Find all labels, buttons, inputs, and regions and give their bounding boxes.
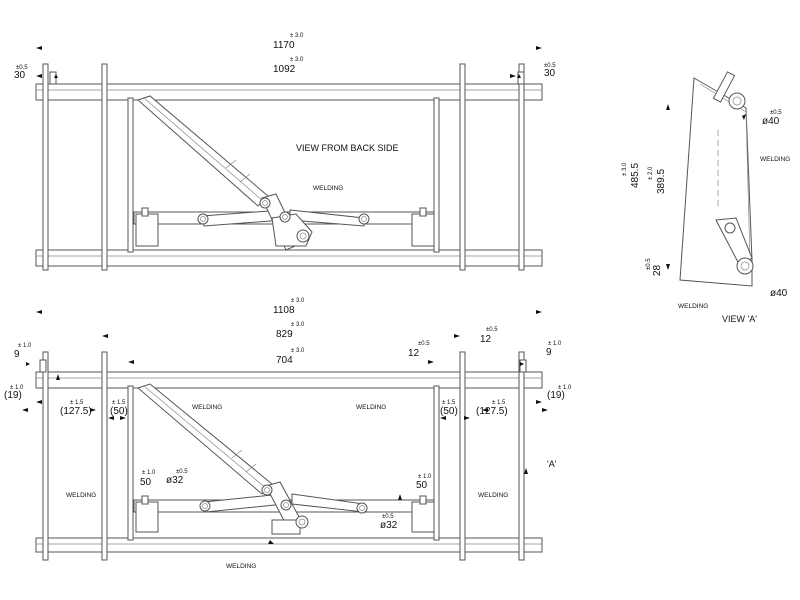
dim-right-30: 30 bbox=[544, 68, 556, 79]
dim-704: 704 bbox=[276, 355, 293, 366]
dim-389-5-tol: ± 2.0 bbox=[648, 166, 654, 180]
dim-829-tol: ± 3.0 bbox=[291, 322, 305, 328]
dim-dia40-top: ø40 bbox=[762, 116, 780, 127]
dim-left-19: (19) bbox=[4, 390, 22, 401]
dim-right-12b-tol: ±0.5 bbox=[486, 327, 498, 333]
bottom-welding-left: WELDING bbox=[66, 492, 96, 499]
dim-704-tol: ± 3.0 bbox=[291, 348, 305, 354]
dim-left-30: 30 bbox=[14, 70, 26, 81]
dim-center-32-left: ø32 bbox=[166, 475, 184, 486]
dim-right-12b: 12 bbox=[480, 334, 492, 345]
dim-28: 28 bbox=[652, 264, 663, 276]
top-view-diagonal-arm bbox=[137, 95, 269, 207]
dim-right-50-tol: ± 1.5 bbox=[442, 400, 456, 406]
bottom-view-lower-rail bbox=[35, 537, 543, 553]
dim-right-19-tol: ± 1.0 bbox=[558, 385, 572, 391]
dim-right-19: (19) bbox=[547, 390, 565, 401]
dim-1108: 1108 bbox=[273, 305, 295, 316]
view-a-reference: 'A' bbox=[547, 459, 557, 469]
dim-left-19-tol: ± 1.0 bbox=[10, 385, 24, 391]
top-view bbox=[35, 63, 543, 271]
dim-center-50-right: 50 bbox=[416, 480, 428, 491]
dim-left-30-tol: ±0.5 bbox=[16, 65, 28, 71]
side-view-welding-bottom: WELDING bbox=[678, 303, 708, 310]
dim-left-9: 9 bbox=[14, 349, 20, 360]
dim-right-127-5-tol: ± 1.5 bbox=[492, 400, 506, 406]
dim-28-tol: ±0.5 bbox=[646, 258, 652, 270]
bottom-view-diagonal-arm bbox=[137, 383, 273, 495]
top-view-welding: WELDING bbox=[313, 185, 343, 192]
bottom-view-pins bbox=[199, 484, 368, 529]
dim-left-50: (50) bbox=[110, 406, 128, 417]
dim-right-127-5: (127.5) bbox=[476, 406, 508, 417]
dim-center-32-right-tol: ±0.5 bbox=[382, 514, 394, 520]
dim-center-32-left-tol: ±0.5 bbox=[176, 469, 188, 475]
dim-right-50: (50) bbox=[440, 406, 458, 417]
dim-center-50-left: 50 bbox=[140, 477, 152, 488]
top-view-upper-rail bbox=[35, 83, 543, 101]
top-view-pins bbox=[197, 197, 370, 243]
dim-center-50-left-tol: ± 1.0 bbox=[142, 470, 156, 476]
bottom-welding-center: WELDING bbox=[356, 404, 386, 411]
view-back-label: VIEW FROM BACK SIDE bbox=[296, 143, 399, 153]
dim-1092-tol: ± 3.0 bbox=[290, 57, 304, 63]
dim-dia40-top-tol: ±0.5 bbox=[770, 110, 782, 116]
side-view-welding: WELDING bbox=[760, 156, 790, 163]
dim-right-9: 9 bbox=[546, 347, 552, 358]
dim-829: 829 bbox=[276, 329, 293, 340]
bottom-welding-bottom: WELDING bbox=[226, 563, 256, 570]
side-view bbox=[666, 71, 754, 287]
dim-1092: 1092 bbox=[273, 64, 296, 75]
top-view-dimensions bbox=[36, 46, 542, 78]
dim-389-5: 389.5 bbox=[656, 169, 667, 194]
bottom-welding-right: WELDING bbox=[478, 492, 508, 499]
dim-left-127-5-tol: ± 1.5 bbox=[70, 400, 84, 406]
dim-left-9-tol: ± 1.0 bbox=[18, 343, 32, 349]
dim-center-50-right-tol: ± 1.0 bbox=[418, 474, 432, 480]
dim-dia40-bot: ø40 bbox=[770, 288, 788, 299]
bottom-view bbox=[35, 351, 543, 561]
dim-right-30-tol: ±0.5 bbox=[544, 63, 556, 69]
dim-485-5: 485.5 bbox=[630, 163, 641, 188]
dim-left-50-tol: ± 1.5 bbox=[112, 400, 126, 406]
bottom-welding-diagonal: WELDING bbox=[192, 404, 222, 411]
view-a-label: VIEW 'A' bbox=[722, 314, 757, 324]
dim-1170-tol: ± 3.0 bbox=[290, 33, 304, 39]
dim-right-9-tol: ± 1.0 bbox=[548, 341, 562, 347]
dim-left-127-5: (127.5) bbox=[60, 406, 92, 417]
bottom-view-dimensions bbox=[22, 310, 548, 544]
dim-1170: 1170 bbox=[273, 40, 295, 51]
dim-right-12a: 12 bbox=[408, 348, 420, 359]
bottom-view-posts bbox=[42, 351, 525, 561]
dim-485-5-tol: ± 3.0 bbox=[622, 162, 628, 176]
bottom-view-upper-rail bbox=[35, 371, 543, 389]
dim-center-32-right: ø32 bbox=[380, 520, 398, 531]
top-view-lower-rail bbox=[35, 249, 543, 267]
dim-right-12a-tol: ±0.5 bbox=[418, 341, 430, 347]
top-view-posts bbox=[42, 63, 525, 271]
dim-1108-tol: ± 3.0 bbox=[291, 298, 305, 304]
